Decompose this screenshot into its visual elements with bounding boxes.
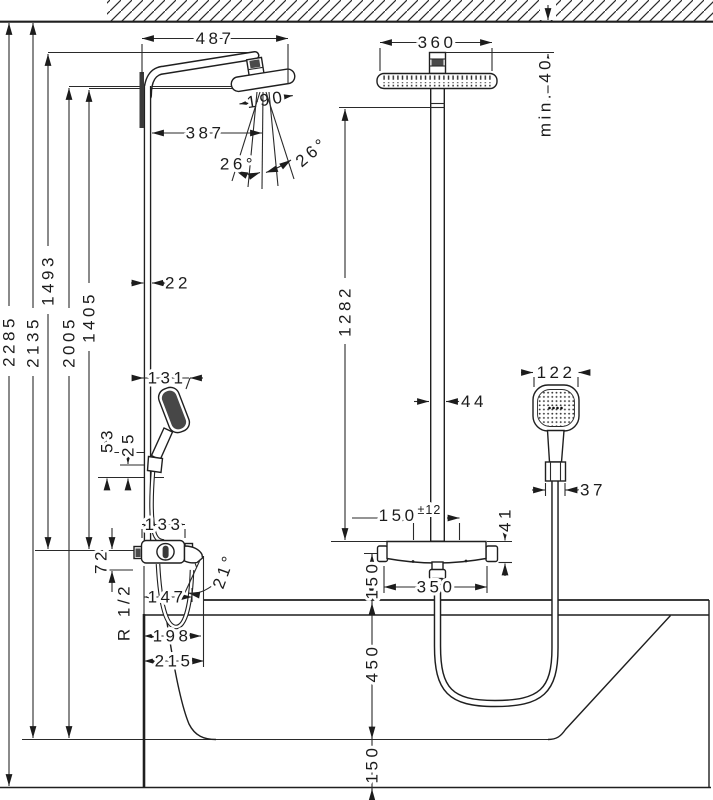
- bathtub: [0, 599, 711, 789]
- dim-holder-a: 53: [98, 427, 117, 453]
- wall-bracket: [139, 72, 144, 128]
- thermostat: [331, 540, 512, 586]
- dim-holder-b: 25: [119, 431, 138, 457]
- thermostat-body: [386, 540, 487, 564]
- dim-thermostat-height: 41: [496, 506, 515, 532]
- dim-right-riser-length: 1282: [336, 285, 355, 337]
- hose-nut: [544, 461, 567, 482]
- spray-lines: [231, 91, 295, 190]
- dim-connection-thread: R 1/2: [115, 583, 134, 641]
- ceiling-hatch: [107, 0, 713, 21]
- dim-spout-reach-outer: 215: [155, 652, 194, 671]
- dim-supply-spacing: 150±12: [379, 503, 442, 525]
- dim-head-offset: 387: [186, 124, 225, 143]
- bath-mixer: [133, 539, 219, 630]
- dim-thermostat-width: 350: [417, 578, 456, 597]
- dimension-lines: [5, 5, 591, 800]
- dim-left-head-width: 190: [245, 87, 286, 112]
- shower-hose: [433, 480, 559, 708]
- dim-tub-floor-to-ceiling: 2135: [24, 316, 43, 368]
- hand-shower-grip: [546, 429, 565, 463]
- dim-tub-plinth: 150: [363, 745, 382, 784]
- dim-overall-height: 2285: [0, 315, 19, 367]
- dim-mixer-width: 133: [145, 515, 184, 534]
- dim-mixer-to-handshower-holder: 1405: [80, 291, 99, 343]
- dim-mixer-to-arm-top: 1493: [39, 254, 58, 306]
- dim-spout-angle: 21°: [209, 551, 239, 592]
- dim-handshower-left-length: 131: [148, 369, 187, 388]
- dim-spout-reach-mid: 198: [153, 627, 192, 646]
- dim-handshower-grip-dia: 37: [580, 481, 606, 500]
- tub-inner-right-slope: [547, 615, 672, 741]
- dim-spray-angle-right: 26°: [292, 133, 332, 171]
- right-hand-shower: [532, 384, 580, 482]
- dim-spout-reach-inner: 147: [148, 588, 187, 607]
- left-hand-shower-nut: [146, 455, 164, 474]
- dim-handshower-width: 122: [537, 363, 576, 382]
- thermostat-left-handle: [376, 545, 389, 563]
- spout-angle-line: [184, 558, 201, 593]
- dimension-labels: 2285 2135 1493 2005 1405 487 360 min. 40…: [0, 26, 606, 786]
- dim-tub-floor-to-overhead: 2005: [60, 316, 79, 368]
- left-hand-shower-handle: [150, 427, 174, 461]
- dim-overhead-width: 360: [418, 33, 457, 52]
- overhead-shower: [376, 51, 554, 542]
- dim-tub-depth: 450: [363, 644, 382, 683]
- dim-mixer-height: 72: [92, 548, 111, 574]
- thermostat-right-handle: [485, 545, 499, 563]
- dim-arm-reach: 487: [196, 29, 235, 48]
- dim-spray-angle-left: 26°: [220, 155, 256, 174]
- dim-right-pipe-dia: 44: [461, 392, 487, 411]
- ceiling: [0, 0, 713, 23]
- dim-left-pipe-dia: 22: [165, 274, 191, 293]
- tub-inner-left-curve: [165, 615, 217, 741]
- dim-ceiling-clearance: min. 40: [536, 57, 555, 137]
- dim-thermostat-rim-offset: 150: [363, 561, 382, 600]
